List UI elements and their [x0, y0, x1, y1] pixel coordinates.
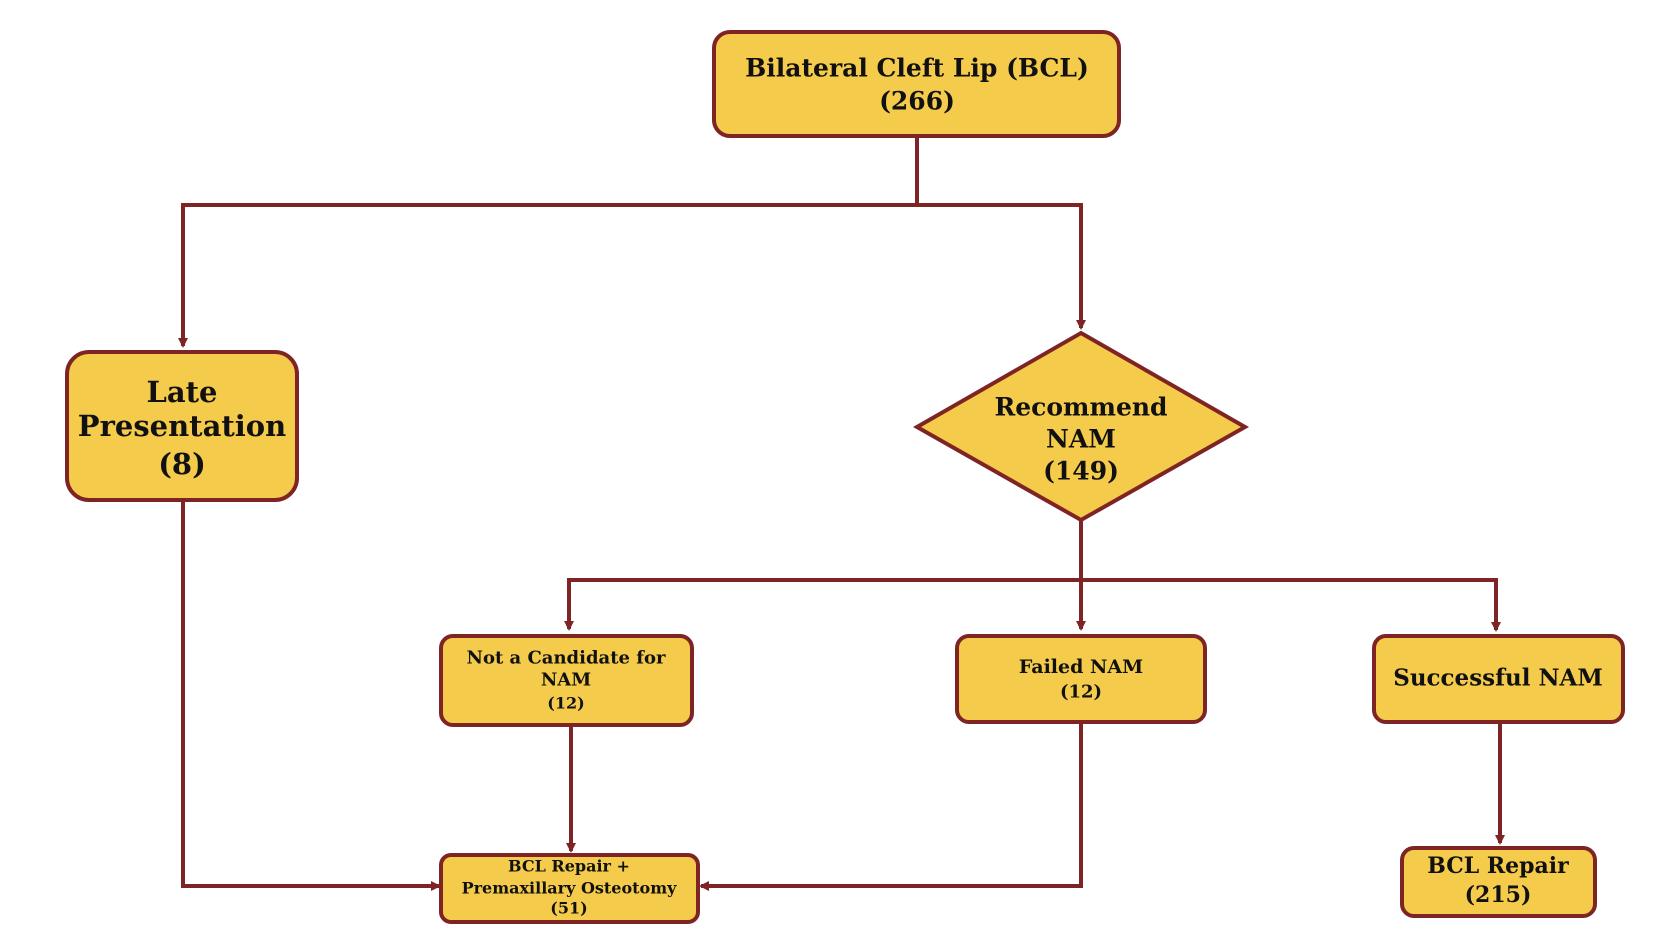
label-line-2: NAM	[541, 670, 591, 691]
node-bcl-repair-osteotomy: BCL Repair + Premaxillary Osteotomy (51)	[439, 853, 700, 924]
count: (12)	[1060, 682, 1102, 703]
edge-failed-to-repair-osteotomy	[699, 722, 1083, 891]
count: (149)	[1043, 457, 1119, 486]
label: Failed NAM	[1019, 656, 1143, 678]
label-line-1: Not a Candidate for	[467, 648, 667, 669]
edge-late-to-repair-osteotomy	[181, 502, 441, 891]
label-line-2: NAM	[1046, 425, 1116, 454]
node-bcl-repair: BCL Repair (215)	[1400, 846, 1597, 918]
label-line-1: Recommend	[994, 393, 1167, 422]
count: (8)	[158, 447, 206, 481]
label-line-1: BCL Repair +	[508, 857, 630, 876]
node-failed-nam: Failed NAM (12)	[955, 634, 1207, 724]
label: BCL Repair	[1427, 853, 1569, 879]
node-late-presentation: Late Presentation (8)	[65, 350, 299, 502]
edge-recommend-to-successful	[1081, 578, 1501, 632]
edge-bcl-to-recommend	[917, 203, 1086, 330]
edge-recommend-to-not-candidate	[564, 520, 1083, 631]
edge-bcl-to-late	[178, 138, 919, 348]
count: (12)	[547, 694, 584, 713]
count: (215)	[1465, 882, 1532, 908]
label-line-2: Premaxillary Osteotomy	[462, 879, 678, 898]
node-recommend-nam: Recommend NAM (149)	[912, 330, 1250, 523]
label-line-1: Late	[146, 375, 217, 409]
label: Bilateral Cleft Lip (BCL)	[745, 54, 1089, 83]
node-bilateral-cleft-lip: Bilateral Cleft Lip (BCL) (266)	[712, 30, 1121, 138]
node-not-a-candidate: Not a Candidate for NAM (12)	[439, 634, 694, 727]
label: Successful NAM	[1393, 665, 1603, 692]
count: (51)	[550, 899, 587, 918]
label-line-2: Presentation	[78, 409, 286, 443]
count: (266)	[879, 87, 955, 116]
node-successful-nam: Successful NAM	[1372, 634, 1625, 724]
